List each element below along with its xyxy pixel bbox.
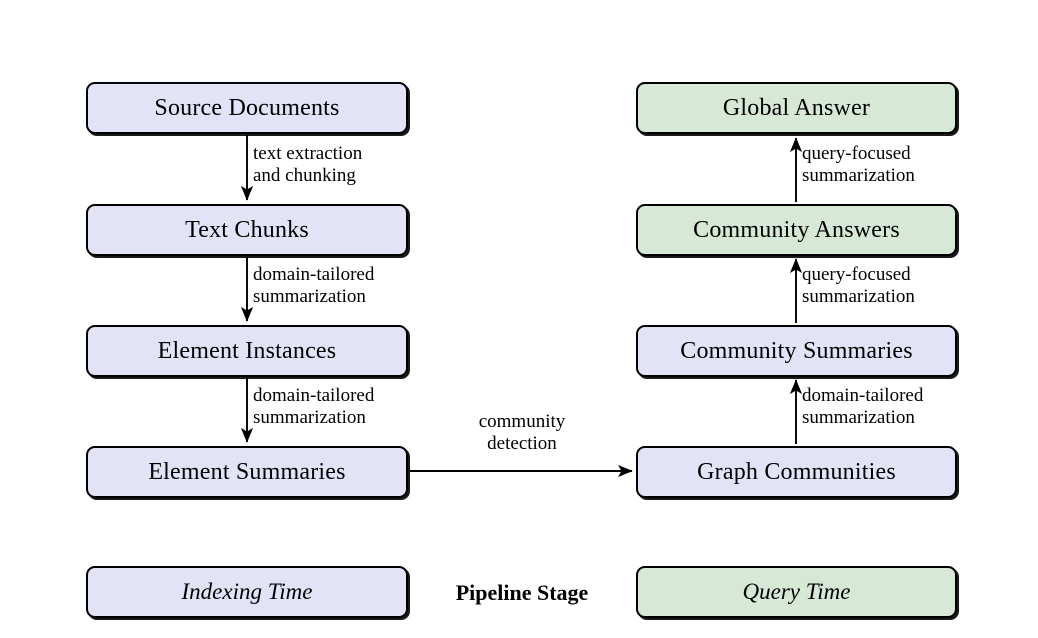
node-label: Global Answer	[722, 95, 871, 121]
node-label: Source Documents	[154, 95, 340, 121]
node-community-answers[interactable]: Community Answers	[636, 204, 957, 256]
edge-label-line2: summarization	[253, 407, 366, 429]
legend-label: Indexing Time	[181, 579, 313, 604]
edge-label-line1: domain-tailored	[253, 385, 375, 406]
edge-label-line2: summarization	[802, 407, 915, 429]
legend-query-time[interactable]: Query Time	[636, 566, 957, 618]
edge-label-line1: query-focused	[802, 143, 911, 164]
node-community-summaries[interactable]: Community Summaries	[636, 325, 957, 377]
node-label: Graph Communities	[697, 459, 896, 485]
legend-caption-pipeline-stage: Pipeline Stage	[408, 580, 636, 606]
edge-label-query-focused-2: query-focused summarization	[802, 264, 915, 309]
node-label: Community Summaries	[680, 338, 913, 364]
edge-label-line2: and chunking	[253, 165, 356, 187]
legend-caption-text: Pipeline Stage	[455, 580, 589, 605]
edge-label-domain-tailored-3: domain-tailored summarization	[802, 385, 923, 430]
legend-label: Query Time	[742, 579, 851, 604]
edge-label-text-extraction: text extraction and chunking	[253, 143, 362, 188]
edge-label-line1: domain-tailored	[253, 264, 375, 285]
node-global-answer[interactable]: Global Answer	[636, 82, 957, 134]
edge-label-query-focused-1: query-focused summarization	[802, 143, 915, 188]
node-label: Community Answers	[693, 217, 900, 243]
edge-label-line2: detection	[487, 433, 557, 455]
edge-label-line1: query-focused	[802, 264, 911, 285]
node-label: Element Instances	[157, 338, 337, 364]
legend-indexing-time[interactable]: Indexing Time	[86, 566, 408, 618]
edge-label-line1: community	[478, 411, 566, 432]
node-label: Element Summaries	[148, 459, 346, 485]
node-graph-communities[interactable]: Graph Communities	[636, 446, 957, 498]
edge-label-line2: summarization	[802, 286, 915, 308]
edge-label-domain-tailored-2: domain-tailored summarization	[253, 385, 374, 430]
node-source-documents[interactable]: Source Documents	[86, 82, 408, 134]
node-label: Text Chunks	[185, 217, 309, 243]
edge-label-community-detection: community detection	[462, 411, 582, 456]
node-element-instances[interactable]: Element Instances	[86, 325, 408, 377]
node-text-chunks[interactable]: Text Chunks	[86, 204, 408, 256]
node-element-summaries[interactable]: Element Summaries	[86, 446, 408, 498]
edge-label-line1: domain-tailored	[802, 385, 924, 406]
edge-label-line2: summarization	[802, 165, 915, 187]
edge-label-domain-tailored-1: domain-tailored summarization	[253, 264, 374, 309]
edge-label-line2: summarization	[253, 286, 366, 308]
edge-label-line1: text extraction	[253, 143, 363, 164]
